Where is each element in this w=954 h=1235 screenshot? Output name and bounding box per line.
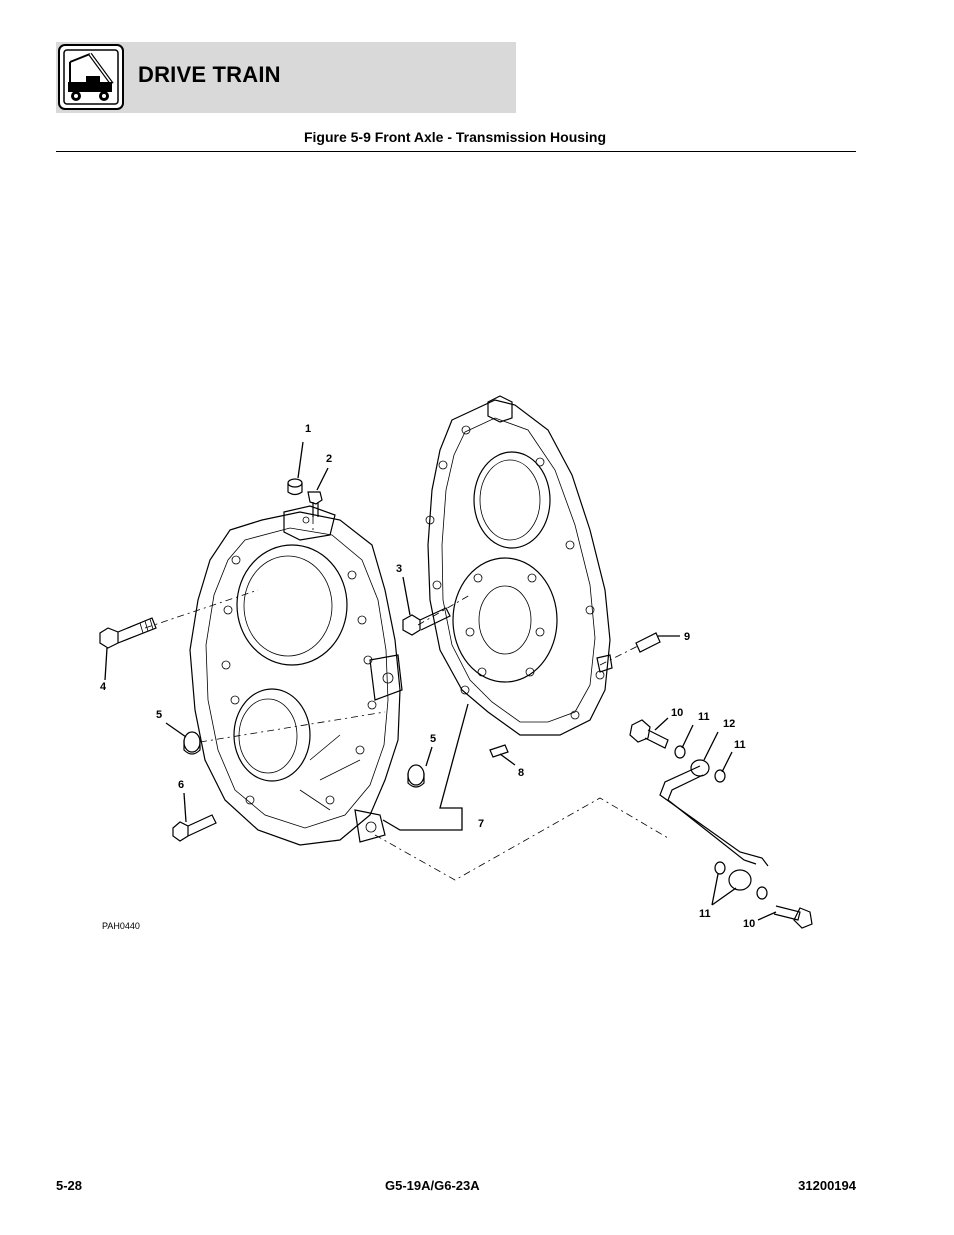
banjo-bolt-part-10-top bbox=[629, 719, 669, 749]
callout-3: 3 bbox=[396, 563, 402, 575]
header-divider bbox=[56, 151, 856, 152]
callout-10-bottom: 10 bbox=[743, 918, 755, 930]
bolt-part-4 bbox=[99, 617, 157, 649]
exploded-parts-drawing: 1 2 3 4 5 5 6 7 8 9 10 11 12 11 11 10 bbox=[99, 395, 813, 930]
tube-assembly bbox=[659, 745, 769, 900]
callout-9: 9 bbox=[684, 631, 690, 643]
assembly-line bbox=[417, 594, 471, 626]
callout-2: 2 bbox=[326, 453, 332, 465]
plug-part-1 bbox=[287, 478, 303, 496]
document-number: 31200194 bbox=[798, 1178, 856, 1193]
callout-7: 7 bbox=[478, 818, 484, 830]
callout-5-right: 5 bbox=[430, 733, 436, 745]
dowel-pin-part-8 bbox=[489, 744, 509, 758]
assembly-line bbox=[199, 711, 386, 743]
assembly-line bbox=[374, 797, 669, 881]
assembly-line bbox=[144, 589, 259, 629]
model-number: G5-19A/G6-23A bbox=[385, 1178, 480, 1193]
callout-12: 12 bbox=[723, 718, 735, 730]
plug-part-5-left bbox=[183, 731, 201, 755]
callout-1: 1 bbox=[305, 423, 311, 435]
bolt-part-3 bbox=[402, 607, 451, 636]
callout-5-left: 5 bbox=[156, 709, 162, 721]
dowel-pin-part-9 bbox=[635, 632, 661, 653]
banjo-bolt-part-10-bottom bbox=[773, 905, 813, 929]
callout-11-top: 11 bbox=[698, 711, 710, 723]
assembly-line bbox=[599, 644, 641, 666]
section-title: DRIVE TRAIN bbox=[138, 62, 281, 87]
header-band bbox=[56, 42, 516, 113]
bolt-part-6 bbox=[172, 814, 217, 842]
page-number: 5-28 bbox=[56, 1178, 83, 1193]
breather-part-2 bbox=[307, 491, 323, 517]
plug-part-5-right bbox=[407, 764, 425, 788]
leader-lines bbox=[104, 441, 777, 921]
callout-4: 4 bbox=[100, 681, 107, 693]
front-housing-half bbox=[189, 505, 403, 846]
figure-caption: Figure 5-9 Front Axle - Transmission Hou… bbox=[303, 129, 607, 145]
rear-housing-half bbox=[425, 395, 613, 736]
callout-6: 6 bbox=[178, 779, 184, 791]
machine-service-icon bbox=[56, 42, 126, 112]
callout-8: 8 bbox=[518, 767, 524, 779]
callout-11-right: 11 bbox=[734, 739, 746, 751]
drawing-id: PAH0440 bbox=[102, 921, 140, 931]
callout-10-top: 10 bbox=[671, 707, 683, 719]
callout-11-bottom: 11 bbox=[699, 908, 711, 920]
